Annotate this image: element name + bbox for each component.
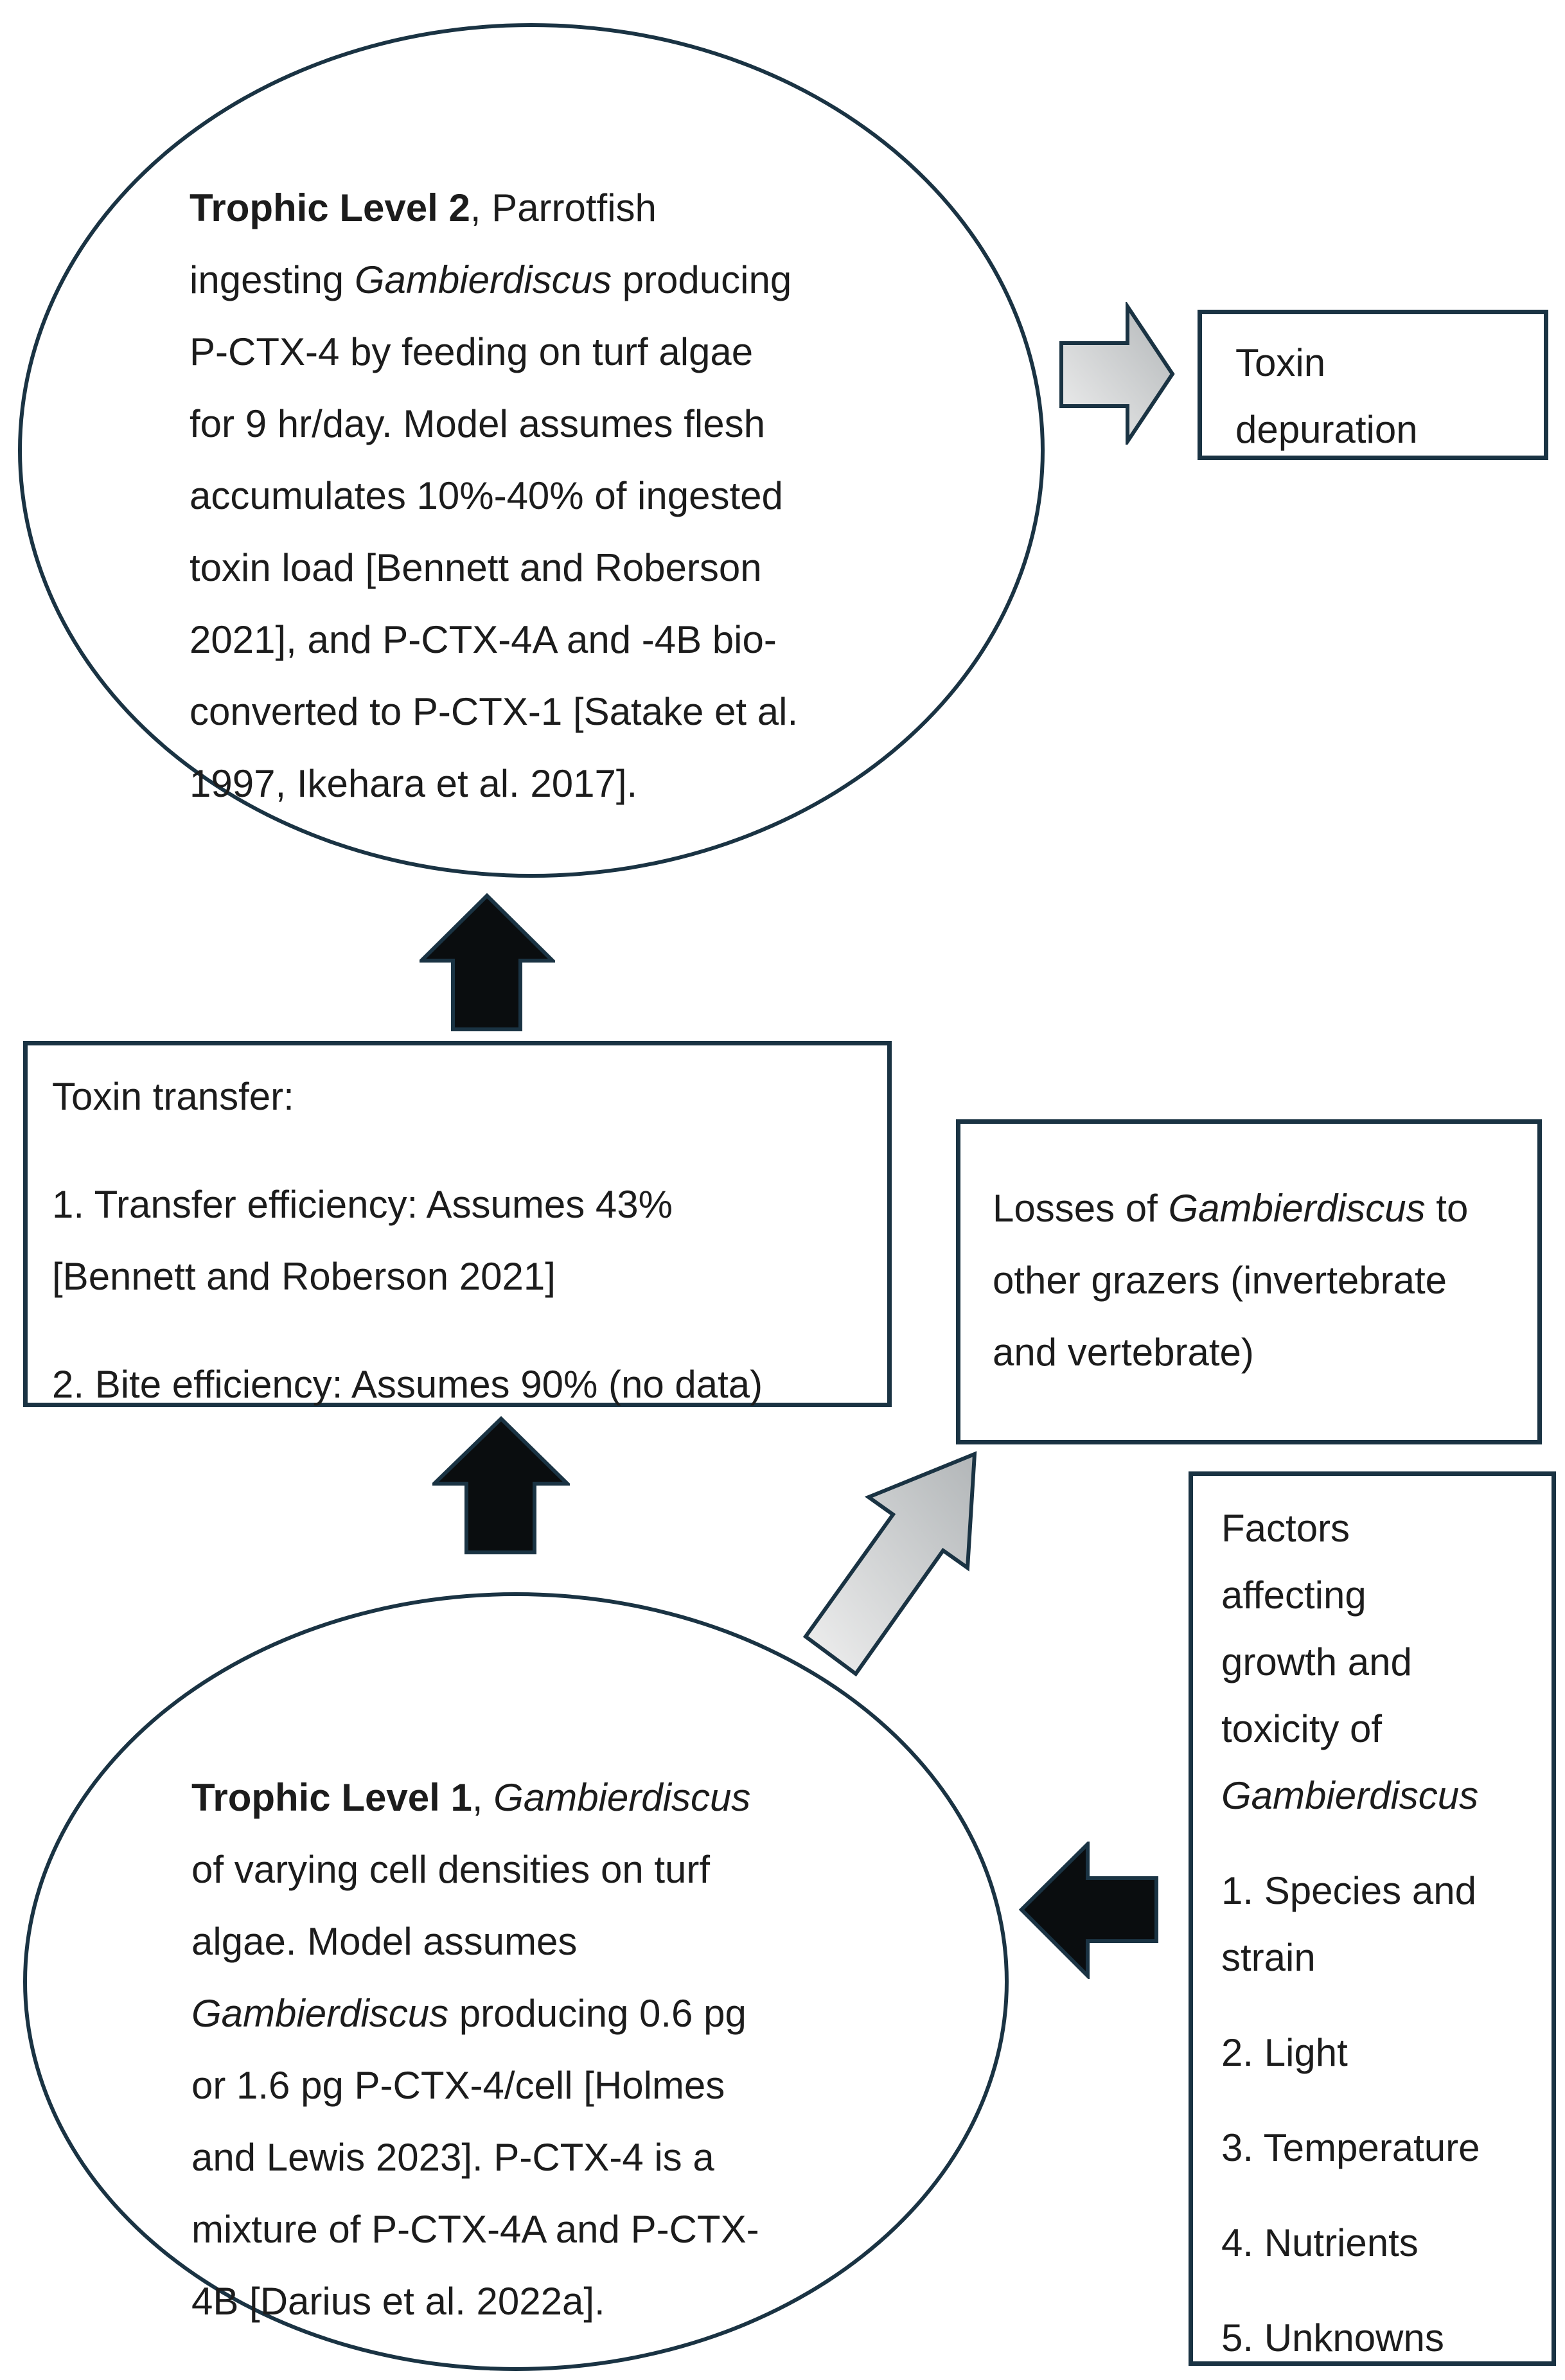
factors-item-5: 5. Unknowns <box>1221 2316 1444 2359</box>
tl1-up-arrow-icon <box>432 1416 570 1554</box>
toxin-transfer-box: Toxin transfer: 1. Transfer efficiency: … <box>23 1041 892 1407</box>
factors-item-2: 2. Light <box>1221 2031 1348 2074</box>
toxin-transfer-item-1: 1. Transfer efficiency: Assumes 43%[Benn… <box>52 1183 673 1298</box>
toxin-transfer-title: Toxin transfer: <box>52 1075 294 1118</box>
factors-left-arrow-icon <box>1019 1842 1158 1979</box>
factors-item-4: 4. Nutrients <box>1221 2221 1419 2264</box>
trophic-level-1-ellipse <box>23 1592 1009 2371</box>
toxin-transfer-item-2: 2. Bite efficiency: Assumes 90% (no data… <box>52 1363 763 1406</box>
transfer-up-arrow-icon <box>420 893 555 1031</box>
depuration-arrow-right-icon <box>1059 302 1175 445</box>
factors-item-3: 3. Temperature <box>1221 2126 1480 2169</box>
trophic-level-2-ellipse <box>18 23 1045 878</box>
losses-diagonal-arrow-icon <box>802 1451 977 1677</box>
